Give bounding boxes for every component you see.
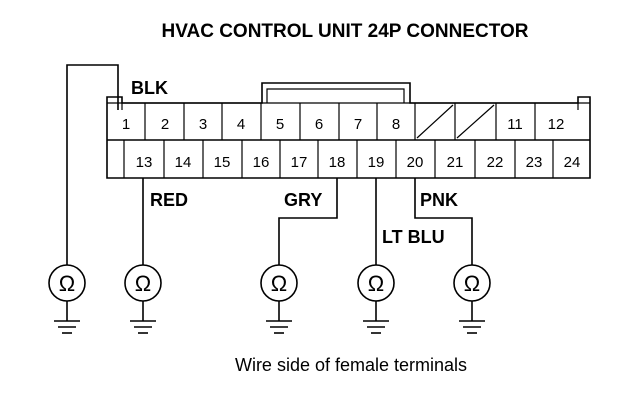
pin-label: 20 [407, 154, 424, 171]
pin-label: 22 [487, 154, 504, 171]
ohm-symbol: Ω [135, 271, 151, 296]
wire-label-gry: GRY [284, 190, 322, 210]
pin-label: 18 [329, 154, 346, 171]
unused-cavity-10 [456, 104, 495, 139]
pin-label: 2 [161, 116, 169, 133]
ohmmeter-red: Ω [124, 264, 162, 334]
pin-label: 13 [136, 154, 153, 171]
ohm-symbol: Ω [59, 271, 75, 296]
unused-cavity-9 [416, 104, 454, 139]
pin-label: 17 [291, 154, 308, 171]
pin-label: 19 [368, 154, 385, 171]
ohm-symbol: Ω [464, 271, 480, 296]
top-row-pins: 1 2 3 4 5 6 7 8 11 12 [122, 103, 565, 140]
wire-label-lt-blu: LT BLU [382, 227, 445, 247]
lead-blk-pin-1 [66, 64, 119, 265]
ohm-symbol: Ω [368, 271, 384, 296]
pin-label: 8 [392, 116, 400, 133]
pin-label: 7 [354, 116, 362, 133]
lead-gry-pin-18 [278, 178, 338, 265]
ground-icon [54, 320, 80, 334]
pin-label: 16 [253, 154, 270, 171]
pin-label: 3 [199, 116, 207, 133]
lead-pnk-pin-20 [414, 178, 473, 265]
ohmmeter-blk: Ω [48, 264, 86, 334]
ohmmeter-gry: Ω [260, 264, 298, 334]
pin-label: 6 [315, 116, 323, 133]
diagram-title: HVAC CONTROL UNIT 24P CONNECTOR [161, 21, 528, 42]
ground-icon [363, 320, 389, 334]
wire-label-blk: BLK [131, 78, 168, 98]
pin-label: 12 [548, 116, 565, 133]
pin-label: 1 [122, 116, 130, 133]
connector-housing [106, 82, 591, 179]
diagram-caption: Wire side of female terminals [235, 355, 467, 375]
pin-label: 24 [564, 154, 581, 171]
pin-label: 11 [507, 116, 523, 133]
ohm-symbol: Ω [271, 271, 287, 296]
ground-icon [459, 320, 485, 334]
ground-icon [266, 320, 292, 334]
pin-label: 21 [447, 154, 464, 171]
bottom-row-pins: 13 14 15 16 17 18 19 20 21 22 23 24 [123, 140, 581, 178]
pin-label: 5 [276, 116, 284, 133]
pin-label: 4 [237, 116, 245, 133]
wire-label-red: RED [150, 190, 188, 210]
ohmmeter-pnk: Ω [453, 264, 491, 334]
wire-label-pnk: PNK [420, 190, 458, 210]
pin-label: 14 [175, 154, 192, 171]
pin-label: 15 [214, 154, 231, 171]
pin-label: 23 [526, 154, 543, 171]
ground-icon [130, 320, 156, 334]
ohmmeter-lt-blu: Ω [357, 264, 395, 334]
